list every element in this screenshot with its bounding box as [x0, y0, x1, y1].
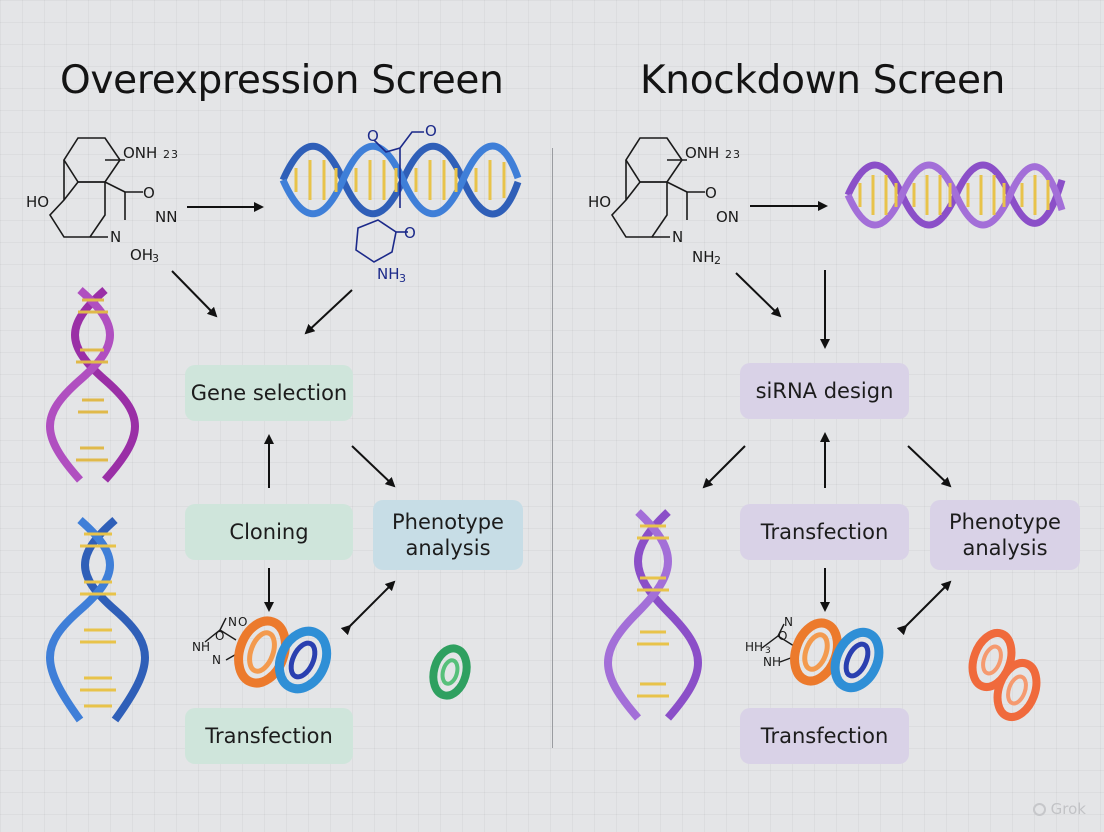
gene-selection-box: Gene selection — [185, 365, 353, 421]
molecule-structure-left — [48, 137, 143, 238]
mol-right-onh: ONH — [685, 144, 719, 162]
protein-green — [429, 644, 471, 700]
ring-molecule-bottom — [355, 219, 408, 263]
mol-right-on: ON — [716, 208, 739, 226]
mol-left-sub3: 3 — [171, 148, 178, 161]
mol-left-n: N — [110, 228, 121, 246]
protein-orange-right — [968, 628, 1041, 722]
transfection-box-mid: Transfection — [740, 504, 909, 560]
transfection-label-mid: Transfection — [760, 520, 889, 544]
phenotype-label-right-line2: analysis — [962, 536, 1048, 560]
dna-helix-top-right — [844, 161, 1066, 229]
arrow-ring-to-gene — [304, 289, 353, 335]
dna-helix-purple-vertical — [604, 509, 702, 721]
grok-watermark: Grok — [1032, 800, 1086, 818]
arrow-r-sirna-to-phenotype — [907, 445, 952, 488]
mol-right-nh-sub: 2 — [714, 254, 721, 267]
ring-nh-label: NH — [377, 265, 400, 283]
sirna-design-box: siRNA design — [740, 363, 909, 419]
phenotype-label-right-line1: Phenotype — [949, 510, 1061, 534]
ring-molecule-top — [373, 131, 424, 208]
grok-logo-icon — [1032, 802, 1046, 816]
protein-structure-left: N O NH O N — [192, 615, 332, 694]
sirna-design-label: siRNA design — [755, 379, 894, 403]
transfection-label-left: Transfection — [205, 724, 333, 748]
knockdown-title: Knockdown Screen — [640, 58, 1006, 103]
mol-right-sub3: 3 — [733, 148, 740, 161]
prot-r-label-h: HH — [745, 640, 763, 654]
prot-label-n2: N — [212, 653, 221, 667]
mol-left-o: O — [143, 184, 155, 202]
prot-label-nh: NH — [192, 640, 210, 654]
prot-r-label-n: N — [784, 615, 793, 629]
mol-left-onh: ONH — [123, 144, 157, 162]
ring-o-label-1: O — [367, 127, 379, 145]
overexpression-title: Overexpression Screen — [60, 58, 504, 103]
transfection-label-right: Transfection — [760, 724, 889, 748]
mol-left-oh-sub: 3 — [152, 252, 159, 265]
arrow-r-sirna-to-dna — [702, 445, 746, 489]
transfection-box-left: Transfection — [185, 708, 353, 764]
phenotype-analysis-box-right: Phenotype analysis — [930, 500, 1080, 570]
cloning-box: Cloning — [185, 504, 353, 560]
mol-right-nh: NH — [692, 248, 715, 266]
mol-left-oh: OH — [130, 246, 153, 264]
mol-right-n: N — [672, 228, 683, 246]
prot-r-label-nh: NH — [763, 655, 781, 669]
dna-helix-blue-vertical — [46, 516, 149, 723]
cloning-label: Cloning — [229, 520, 309, 544]
protein-structure-right: HH 3 NH N O — [745, 615, 884, 693]
ring-nh-sub: 3 — [399, 272, 406, 285]
arrow-gene-to-phenotype — [351, 445, 396, 488]
prot-r-label-o: O — [778, 629, 787, 643]
prot-label-o1: O — [215, 629, 224, 643]
mol-left-nn: NN — [155, 208, 177, 226]
phenotype-label-line2: analysis — [405, 536, 491, 560]
ring-o-label-3: O — [404, 224, 416, 242]
gene-selection-label: Gene selection — [190, 381, 348, 405]
mol-right-ho: HO — [588, 193, 611, 211]
molecule-structure-right — [610, 137, 705, 238]
mol-right-o: O — [705, 184, 717, 202]
mol-left-ho: HO — [26, 193, 49, 211]
grok-watermark-text: Grok — [1050, 800, 1086, 818]
arrow-protein-phenotype — [340, 580, 396, 636]
ring-o-label-2: O — [425, 122, 437, 140]
phenotype-analysis-box-left: Phenotype analysis — [373, 500, 523, 570]
dna-helix-magenta — [46, 286, 139, 483]
mol-left-sub2: 2 — [163, 148, 170, 161]
mol-right-sub2: 2 — [725, 148, 732, 161]
panel-divider — [552, 148, 553, 748]
transfection-box-right: Transfection — [740, 708, 909, 764]
dna-helix-top-left — [279, 142, 522, 218]
phenotype-label-line1: Phenotype — [392, 510, 504, 534]
prot-label-o2: O — [238, 615, 247, 629]
arrow-r-molecule-to-sirna — [735, 272, 782, 318]
arrow-r-protein-phenotype — [896, 580, 952, 636]
arrow-molecule-to-gene — [171, 270, 218, 318]
prot-label-n1: N — [228, 615, 237, 629]
prot-r-label-sub: 3 — [765, 646, 771, 656]
